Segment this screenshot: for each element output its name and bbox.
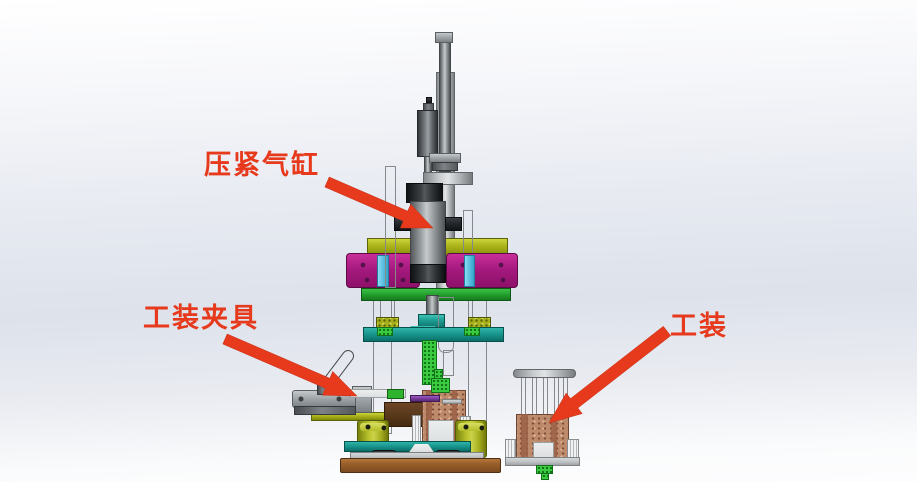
toggle-clamp-foot [294, 406, 356, 415]
fixture-insert-panel [428, 420, 454, 444]
tooling-block-stripe-right [551, 414, 557, 461]
press-plate-bolt-right [464, 327, 480, 336]
screw-fitting-tip [434, 369, 443, 379]
label-tooling: 工装 [670, 311, 728, 342]
spacer-strip-right [464, 255, 475, 287]
cylinder-lug-right [445, 217, 462, 231]
fixture-block-stripe-left [426, 390, 432, 445]
tooling-rod-3 [543, 376, 548, 418]
clamp-link-bar [410, 395, 440, 402]
toggle-clamp-link [317, 378, 330, 395]
tooling-rod-4 [554, 376, 559, 418]
label-fixture-clamp: 工装夹具 [143, 303, 259, 334]
tooling-rod-2 [532, 376, 537, 418]
fixture-block-stripe-right [452, 390, 457, 445]
mount-plate-right [446, 253, 518, 288]
press-rod-lower [443, 350, 454, 376]
cylinder-body [410, 201, 446, 267]
press-cylinder-lower [438, 297, 454, 353]
screw-fitting-top [431, 378, 450, 393]
cylinder-base-cap [410, 264, 446, 283]
rod-top-collar [435, 32, 453, 43]
cylinder-lug-left [394, 217, 411, 231]
base-plate-wood [340, 458, 501, 473]
tooling-rod-1 [521, 376, 526, 418]
pilot-cylinder [417, 110, 438, 157]
tooling-top-bar [513, 369, 576, 378]
press-plate-bolt-left [377, 327, 393, 336]
tooling-rod-5 [563, 376, 568, 418]
base-plate-teal [344, 441, 471, 452]
coupling-nut [432, 162, 458, 171]
spacer-strip-left [377, 255, 389, 287]
label-clamping-cylinder: 压紧气缸 [204, 150, 320, 181]
lead-screw [422, 340, 437, 385]
toggle-clamp-pad [387, 389, 404, 399]
fixture-top-strip [442, 399, 462, 404]
fixture-tab-left [412, 415, 421, 442]
cylinder-head-cap [406, 183, 443, 203]
tooling-block-stripe-left [521, 414, 528, 461]
tooling-screw-tip [541, 473, 549, 480]
